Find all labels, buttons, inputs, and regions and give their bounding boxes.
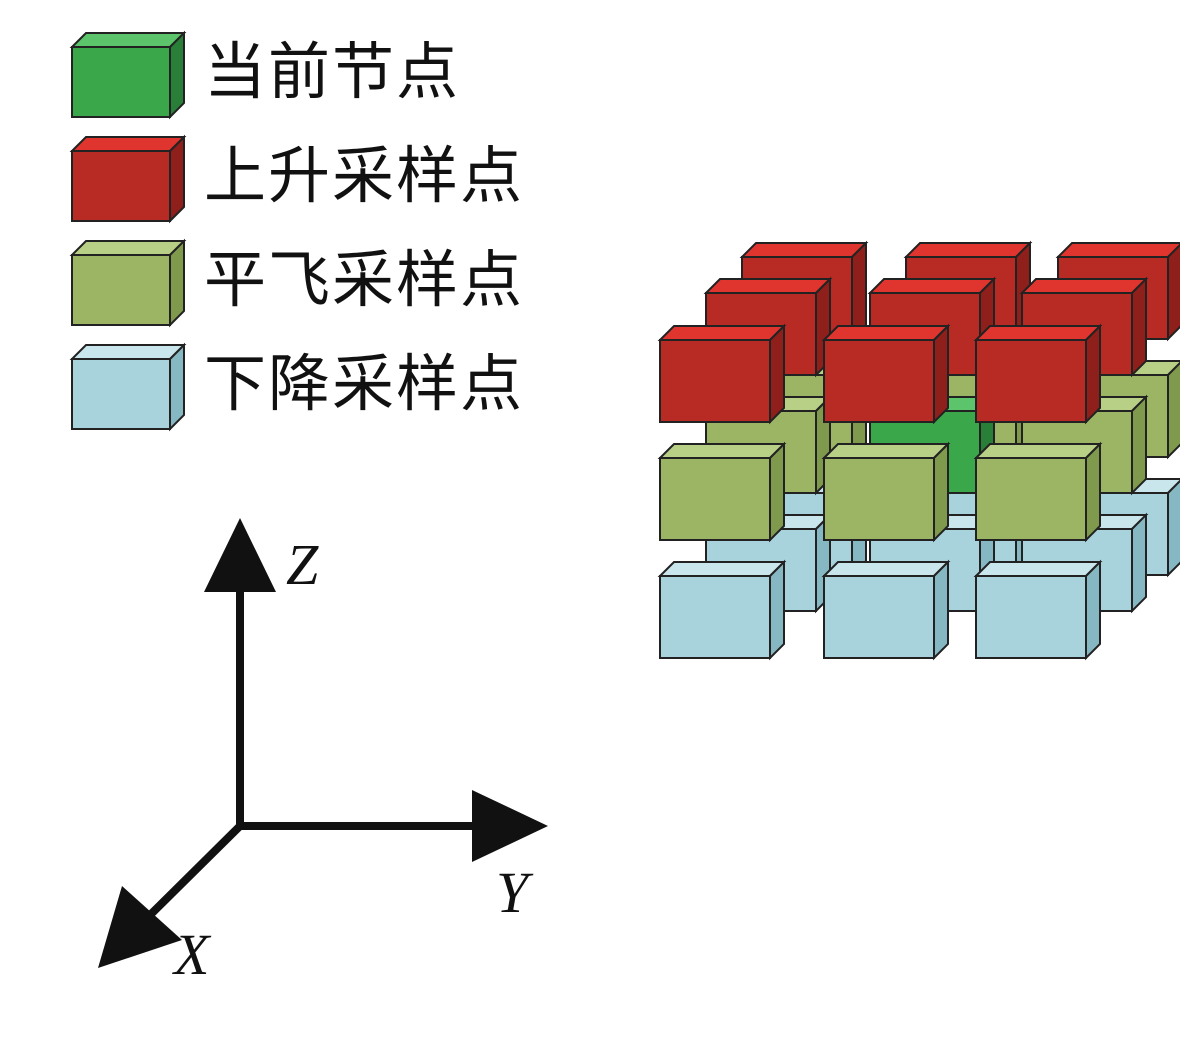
swatch-front [71, 254, 171, 326]
cube-side-face [1085, 441, 1101, 543]
cube-top-face [657, 561, 787, 577]
down-sample-cube [821, 559, 951, 661]
cube-top-face [821, 325, 951, 341]
cube-side-face [1167, 243, 1180, 342]
cube-side-face [769, 441, 785, 543]
swatch-front [71, 46, 171, 118]
x-axis-line [137, 823, 243, 928]
swatch-front [71, 358, 171, 430]
cube-top-face [867, 278, 997, 294]
x-axis-arrowhead [98, 886, 182, 968]
cube-top-face [657, 443, 787, 459]
cube-front-face [975, 575, 1087, 659]
legend-label-level: 平飞采样点 [204, 243, 525, 316]
cube-top-face [903, 242, 1033, 258]
cube-top-face [657, 325, 787, 341]
down-sample-cube [657, 559, 787, 661]
cube-front-face [823, 575, 935, 659]
down-sample-cube [973, 559, 1103, 661]
legend-label-current: 当前节点 [204, 35, 461, 108]
cube-front-face [823, 339, 935, 423]
axes-diagram: Z Y X [98, 518, 548, 987]
cube-side-face [1131, 512, 1147, 614]
level-sample-swatch [69, 238, 187, 328]
x-axis-label: X [172, 922, 212, 987]
cube-side-face [1167, 479, 1180, 578]
cube-top-face [1055, 242, 1180, 258]
up-sample-cube [973, 323, 1103, 425]
cube-top-face [973, 561, 1103, 577]
cube-side-face [1131, 394, 1147, 496]
z-axis-arrowhead [204, 518, 276, 592]
level-sample-cube [821, 441, 951, 543]
cube-front-face [823, 457, 935, 541]
current-node-swatch [69, 30, 187, 120]
cube-side-face [1167, 361, 1180, 460]
z-axis-label: Z [286, 532, 319, 597]
swatch-side [169, 342, 185, 432]
cube-front-face [975, 339, 1087, 423]
legend-label-up: 上升采样点 [204, 139, 525, 212]
cube-top-face [821, 443, 951, 459]
cube-front-face [659, 575, 771, 659]
cube-top-face [1019, 278, 1149, 294]
y-axis-arrowhead [472, 790, 548, 862]
swatch-top [69, 240, 187, 256]
cube-top-face [973, 443, 1103, 459]
cube-front-face [659, 457, 771, 541]
swatch-top [69, 32, 187, 48]
swatch-side [169, 134, 185, 224]
down-sample-swatch [69, 342, 187, 432]
up-sample-cube [657, 323, 787, 425]
swatch-top [69, 136, 187, 152]
cube-side-face [933, 441, 949, 543]
cube-top-face [739, 242, 869, 258]
cube-side-face [933, 323, 949, 425]
y-axis-label: Y [496, 860, 534, 925]
cube-front-face [659, 339, 771, 423]
up-sample-swatch [69, 134, 187, 224]
cube-side-face [769, 559, 785, 661]
cube-front-face [975, 457, 1087, 541]
cube-side-face [769, 323, 785, 425]
cube-side-face [1085, 323, 1101, 425]
swatch-top [69, 344, 187, 360]
legend-label-down: 下降采样点 [204, 347, 525, 420]
up-sample-cube [1055, 242, 1180, 342]
cube-side-face [1085, 559, 1101, 661]
cube-top-face [973, 325, 1103, 341]
sampling-cube-stack [657, 240, 1180, 661]
cube-top-face [821, 561, 951, 577]
cube-side-face [1131, 276, 1147, 378]
up-sample-cube [821, 323, 951, 425]
level-sample-cube [657, 441, 787, 543]
level-sample-cube [973, 441, 1103, 543]
swatch-side [169, 30, 185, 120]
cube-top-face [703, 278, 833, 294]
swatch-front [71, 150, 171, 222]
cube-side-face [851, 240, 867, 342]
swatch-side [169, 238, 185, 328]
cube-side-face [933, 559, 949, 661]
